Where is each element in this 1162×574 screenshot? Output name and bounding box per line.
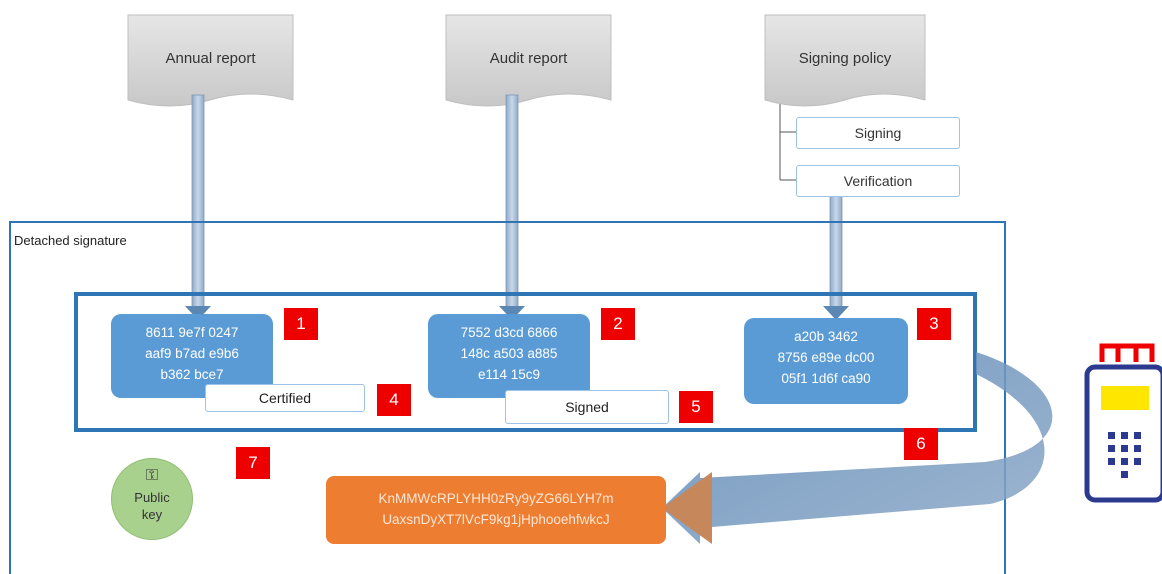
key-icon: ⚿ <box>145 467 159 484</box>
arrow-annual-to-hash <box>185 94 211 320</box>
arrow-policy-to-hash <box>823 194 849 320</box>
arrow-audit-to-hash <box>499 94 525 320</box>
signed-tag: Signed <box>505 390 669 424</box>
policy-item-signing: Signing <box>796 117 960 149</box>
smart-card-device-icon <box>1084 343 1162 503</box>
hash-box-2: 7552 d3cd 6866 148c a503 a885 e114 15c9 <box>428 314 590 398</box>
annual-report-document-shape <box>127 14 294 107</box>
policy-item-verification: Verification <box>796 165 960 197</box>
policy-tree-lines <box>779 104 796 181</box>
certified-tag: Certified <box>205 384 365 412</box>
step-badge-5: 5 <box>679 391 713 423</box>
hash-line: 8756 e89e dc00 <box>777 350 875 365</box>
step-badge-4: 4 <box>377 384 411 416</box>
annual-report-label: Annual report <box>165 50 256 67</box>
signature-value-box: KnMMWcRPLYHH0zRy9yZG66LYH7m UaxsnDyXT7lV… <box>326 476 666 544</box>
step-badge-2: 2 <box>601 308 635 340</box>
hash-line: 7552 d3cd 6866 <box>460 325 558 340</box>
signature-line: UaxsnDyXT7lVcF9kg1jHphooehfwkcJ <box>382 512 610 527</box>
hash-line: aaf9 b7ad e9b6 <box>145 346 239 361</box>
public-key-label: Public key <box>134 490 170 522</box>
public-key-circle: ⚿ Public key <box>111 458 193 540</box>
hash-box-3: a20b 3462 8756 e89e dc00 05f1 1d6f ca90 <box>744 318 908 404</box>
detached-signature-frame <box>9 221 1006 574</box>
step-badge-3: 3 <box>917 308 951 340</box>
audit-report-document-shape <box>445 14 612 107</box>
step-badge-6: 6 <box>904 428 938 460</box>
step-badge-7: 7 <box>236 447 270 479</box>
signature-line: KnMMWcRPLYHH0zRy9yZG66LYH7m <box>378 491 614 506</box>
hash-line: 05f1 1d6f ca90 <box>781 371 871 386</box>
signing-policy-document-shape <box>764 14 926 107</box>
hash-line: b362 bce7 <box>160 367 224 382</box>
hash-line: 8611 9e7f 0247 <box>145 325 239 340</box>
step-badge-1: 1 <box>284 308 318 340</box>
signing-arrow-head <box>662 472 712 544</box>
hash-line: a20b 3462 <box>794 329 858 344</box>
hash-line: 148c a503 a885 <box>460 346 558 361</box>
signing-policy-label: Signing policy <box>798 50 892 67</box>
audit-report-label: Audit report <box>489 50 568 67</box>
signing-curved-arrow <box>662 352 1053 544</box>
hash-frame <box>74 292 977 432</box>
detached-signature-label: Detached signature <box>14 233 127 248</box>
hash-line: e114 15c9 <box>477 367 541 382</box>
